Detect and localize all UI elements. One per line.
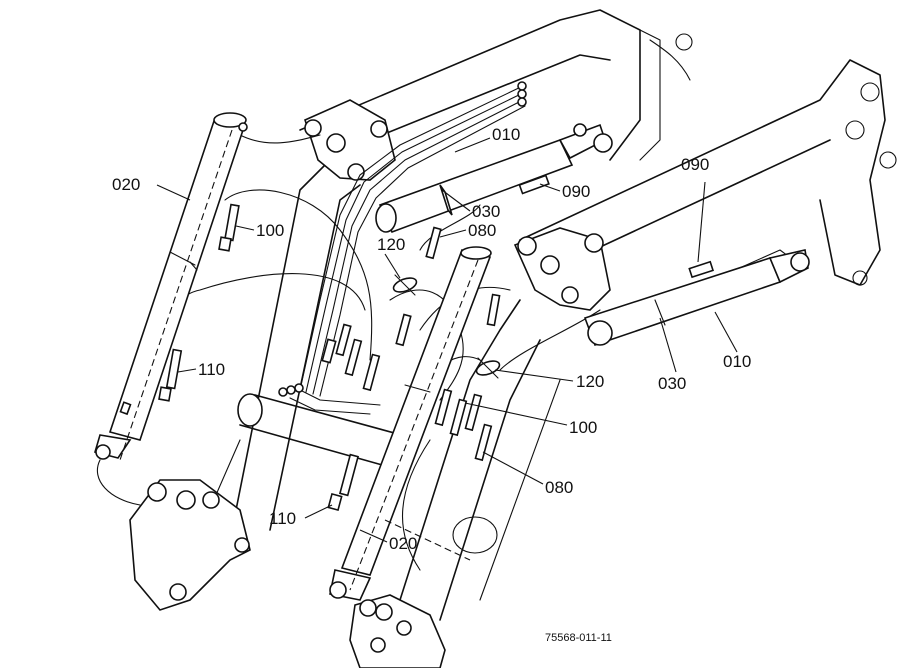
- hydraulic-pipe-bundle: [289, 81, 527, 415]
- leader-lines: [156, 137, 738, 543]
- boom-cylinder-left: [93, 112, 248, 460]
- bucket-cylinder-right: [583, 249, 810, 347]
- callout-030-right: 030: [658, 374, 686, 393]
- callout-110-left: 110: [198, 360, 225, 379]
- callout-010-top: 010: [492, 125, 520, 144]
- callout-020-top: 020: [112, 175, 140, 194]
- callout-080-mid: 080: [545, 478, 573, 497]
- callout-090-top: 090: [562, 182, 590, 201]
- callouts: 020 100 110 010 090 030 080 120 090 030 …: [112, 125, 751, 553]
- drawing-reference-code: 75568-011-11: [545, 632, 612, 644]
- callout-100-top: 100: [256, 221, 284, 240]
- callout-090-right: 090: [681, 155, 709, 174]
- callout-100-mid: 100: [569, 418, 597, 437]
- callout-020-bottom: 020: [389, 534, 417, 553]
- callout-110-bottom: 110: [269, 509, 296, 528]
- callout-080-top: 080: [468, 221, 496, 240]
- callout-120-mid: 120: [576, 372, 604, 391]
- loader-frame: [129, 9, 897, 668]
- callout-120-top: 120: [377, 235, 405, 254]
- hydraulic-fittings: [158, 203, 501, 512]
- callout-030-top: 030: [472, 202, 500, 221]
- boom-cylinder-right: [329, 246, 492, 601]
- bucket-cylinder-top: [375, 123, 613, 234]
- callout-010-right: 010: [723, 352, 751, 371]
- hose-clamps: [392, 274, 501, 379]
- centre-lines: [119, 129, 479, 591]
